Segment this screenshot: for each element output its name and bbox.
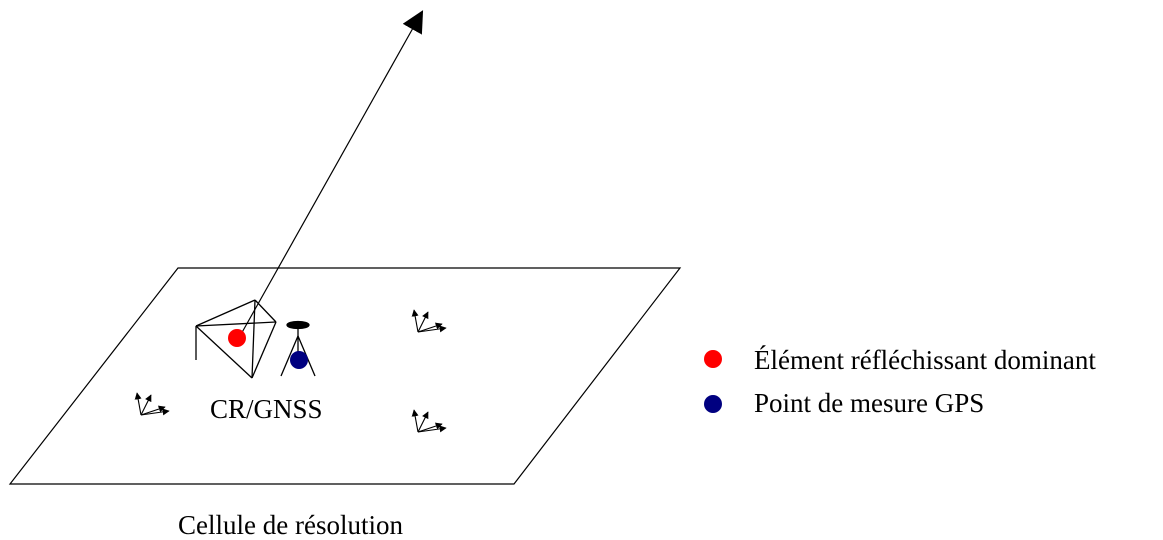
scatterer-arrows-icon [411,309,447,333]
scatterer-arrows-icon [411,409,447,433]
cr-gnss-label: CR/GNSS [210,394,323,424]
resolution-cell-caption: Cellule de résolution [178,510,403,540]
legend-marker-dominant [704,350,722,368]
resolution-cell [8,267,682,485]
dominant-scatterer-point [228,329,246,347]
signal-arrow-icon [239,10,424,337]
legend-marker-gps [704,395,722,413]
scatterer-arrows-icon [134,392,170,416]
corner-reflector-icon [195,299,277,379]
legend-label-gps: Point de mesure GPS [754,388,985,418]
gps-point [290,351,308,369]
legend-label-dominant: Élément réfléchissant dominant [754,345,1096,375]
